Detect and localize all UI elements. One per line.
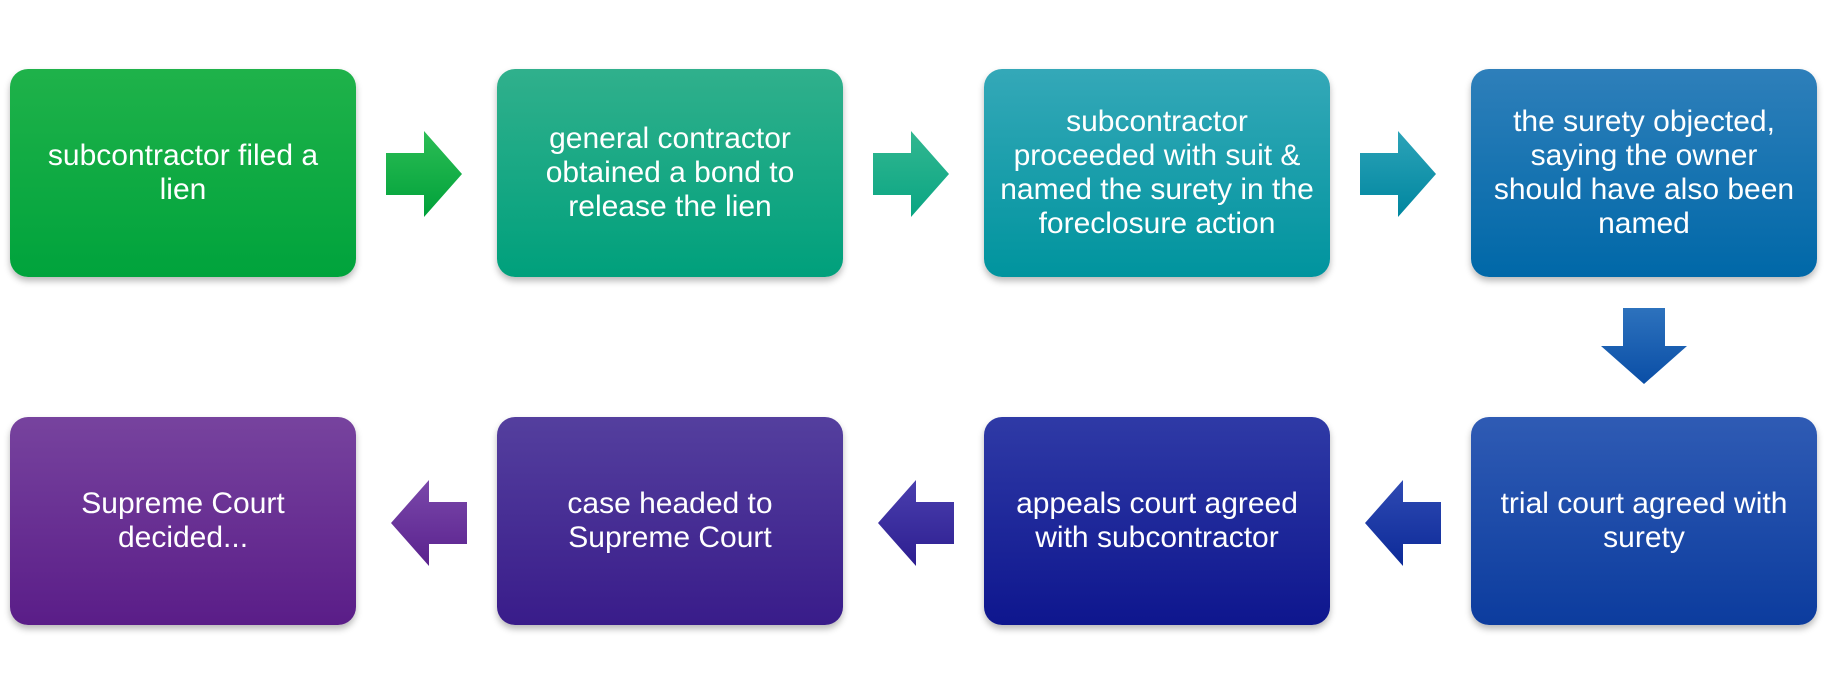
step-supreme-court-decided: Supreme Court decided... — [10, 417, 356, 625]
step-appeals-court-agreed: appeals court agreed with subcontractor — [984, 417, 1330, 625]
step-text: case headed to Supreme Court — [567, 487, 773, 554]
arrow-left-icon — [391, 480, 467, 566]
step-bond-obtained: general contractor obtained a bond to re… — [497, 69, 843, 277]
step-text: trial court agreed with surety — [1500, 487, 1788, 554]
step-text: subcontractor proceeded with suit & name… — [1000, 105, 1314, 240]
step-surety-objected: the surety objected, saying the owner sh… — [1471, 69, 1817, 277]
step-text: general contractor obtained a bond to re… — [545, 122, 795, 223]
step-text: subcontractor filed a lien — [47, 139, 319, 206]
arrow-right-icon — [873, 131, 949, 217]
step-text: appeals court agreed with subcontractor — [1016, 487, 1298, 554]
step-case-headed-supreme-court: case headed to Supreme Court — [497, 417, 843, 625]
arrow-left-icon — [1365, 480, 1441, 566]
arrow-right-icon — [386, 131, 462, 217]
arrow-left-icon — [878, 480, 954, 566]
step-trial-court-agreed: trial court agreed with surety — [1471, 417, 1817, 625]
step-text: Supreme Court decided... — [81, 487, 285, 554]
step-suit-named-surety: subcontractor proceeded with suit & name… — [984, 69, 1330, 277]
step-subcontractor-filed-lien: subcontractor filed a lien — [10, 69, 356, 277]
arrow-down-icon — [1601, 308, 1687, 384]
step-text: the surety objected, saying the owner sh… — [1493, 105, 1795, 240]
arrow-right-icon — [1360, 131, 1436, 217]
